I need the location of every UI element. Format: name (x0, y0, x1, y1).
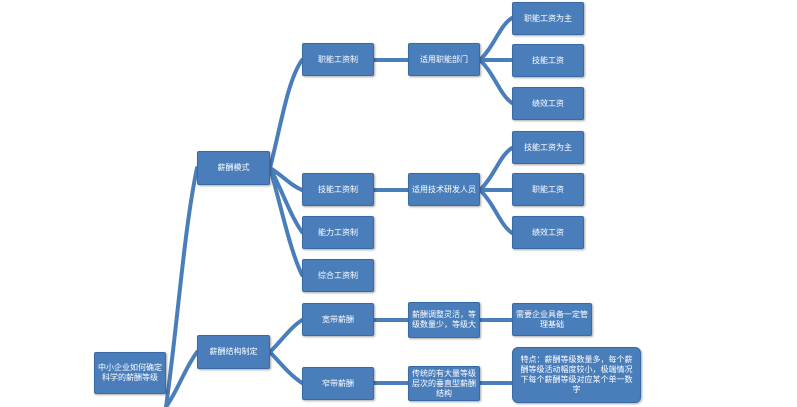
skill-comp-2-label: 职能工资 (532, 184, 564, 194)
node-position-comp-1[interactable]: 职能工资为主 (512, 2, 584, 35)
connector-model-position (268, 58, 304, 170)
connector-applies-skill-c1 (478, 146, 514, 192)
node-position-comp-3[interactable]: 绩效工资 (512, 87, 584, 120)
node-skill-wage[interactable]: 技能工资制 (302, 173, 374, 206)
node-composite-wage[interactable]: 综合工资制 (302, 259, 374, 292)
position-wage-label: 职能工资制 (318, 54, 358, 64)
broadband-note-label: 需要企业具备一定管理基础 (516, 309, 588, 329)
node-broadband[interactable]: 宽带薪酬 (302, 303, 374, 336)
node-position-wage[interactable]: 职能工资制 (302, 43, 374, 76)
position-comp-2-label: 技能工资 (532, 55, 564, 65)
connector-root-structure (164, 350, 199, 407)
salary-model-label: 薪酬模式 (217, 163, 250, 172)
connector-structure-narrowband (268, 350, 304, 385)
narrowband-note-label: 特点：薪酬等级数量多，每个薪酬等级活动幅度较小，极端情况下每个薪酬等级对应某个单… (520, 355, 633, 394)
node-broadband-note[interactable]: 需要企业具备一定管理基础 (512, 303, 592, 336)
node-applies-position[interactable]: 适用职能部门 (408, 43, 480, 76)
narrowband-label: 窄带薪酬 (322, 378, 354, 388)
skill-wage-label: 技能工资制 (318, 184, 358, 194)
composite-wage-label: 综合工资制 (318, 270, 358, 280)
connector-applies-position-c1 (478, 16, 514, 62)
applies-skill-label: 适用技术研发人员 (412, 184, 476, 194)
salary-structure-label: 薪酬结构制定 (209, 347, 258, 356)
narrowband-desc-label: 传统的有大量等级层次的垂直型薪酬结构 (412, 368, 476, 398)
broadband-label: 宽带薪酬 (322, 314, 354, 324)
node-narrowband-desc[interactable]: 传统的有大量等级层次的垂直型薪酬结构 (408, 366, 480, 401)
node-narrowband[interactable]: 窄带薪酬 (302, 367, 374, 400)
connector-structure-broadband (268, 318, 304, 354)
position-comp-1-label: 职能工资为主 (524, 13, 572, 23)
node-skill-comp-1[interactable]: 技能工资为主 (512, 131, 584, 164)
node-applies-skill[interactable]: 适用技术研发人员 (408, 173, 480, 206)
node-narrowband-note[interactable]: 特点：薪酬等级数量多，每个薪酬等级活动幅度较小，极端情况下每个薪酬等级对应某个单… (512, 347, 641, 403)
connector-root-model (164, 166, 199, 407)
node-salary-model[interactable]: 薪酬模式 (197, 151, 270, 185)
node-skill-comp-3[interactable]: 绩效工资 (512, 216, 584, 249)
connector-applies-position-c3 (478, 58, 514, 105)
node-broadband-desc[interactable]: 薪酬调整灵活，等级数量少，等级大 (408, 302, 480, 338)
skill-comp-3-label: 绩效工资 (532, 227, 564, 237)
node-skill-comp-2[interactable]: 职能工资 (512, 173, 584, 206)
root-label: 中小企业如何确定科学的薪酬等级 (98, 363, 162, 382)
connector-applies-skill-c3 (478, 188, 514, 235)
connector-model-composite (268, 166, 304, 277)
applies-position-label: 适用职能部门 (420, 54, 468, 64)
position-comp-3-label: 绩效工资 (532, 98, 564, 108)
broadband-desc-label: 薪酬调整灵活，等级数量少，等级大 (412, 310, 476, 329)
node-position-comp-2[interactable]: 技能工资 (512, 44, 584, 77)
root-node[interactable]: 中小企业如何确定科学的薪酬等级 (94, 352, 166, 394)
node-salary-structure[interactable]: 薪酬结构制定 (197, 335, 270, 369)
ability-wage-label: 能力工资制 (318, 227, 358, 237)
node-ability-wage[interactable]: 能力工资制 (302, 216, 374, 249)
skill-comp-1-label: 技能工资为主 (524, 142, 572, 152)
